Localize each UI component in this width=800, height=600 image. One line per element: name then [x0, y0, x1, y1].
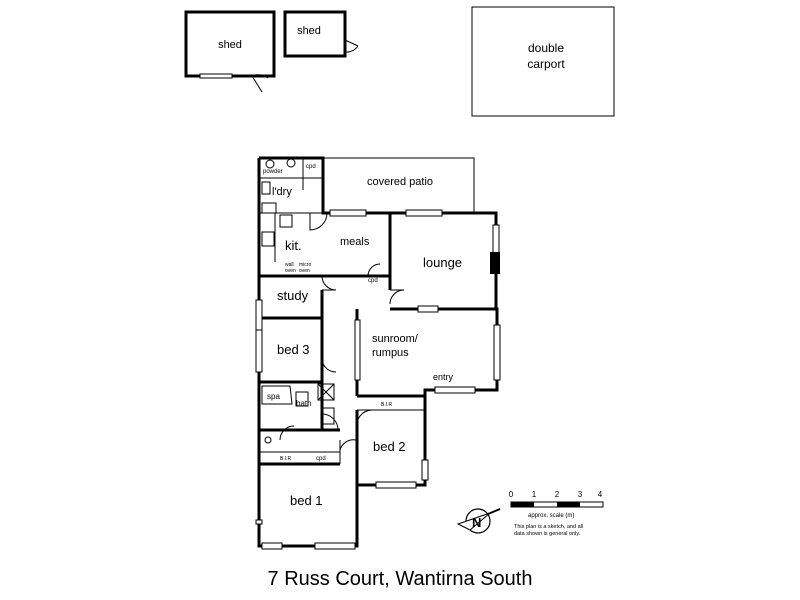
wall-oven-label-1: wall	[285, 262, 294, 268]
scale-tick-1: 1	[532, 490, 537, 499]
double-carport: double carport	[471, 6, 615, 117]
covered-patio-label: covered patio	[367, 176, 433, 188]
bath-label: bath	[296, 399, 312, 408]
shed-right: shed	[283, 10, 359, 58]
sunroom-label-line2: rumpus	[372, 347, 409, 359]
micro-oven-label-2: oven	[299, 268, 310, 274]
bed1-label: bed 1	[290, 493, 323, 508]
lounge-label: lounge	[423, 255, 462, 270]
meals-label: meals	[340, 236, 370, 248]
scale-note-2: data shown is general only.	[514, 531, 581, 537]
compass-n-label: N	[472, 515, 481, 530]
address-caption: 7 Russ Court, Wantirna South	[267, 568, 533, 590]
shed-left-label: shed	[218, 39, 242, 51]
micro-oven-label-1: micro	[299, 262, 311, 268]
windows	[255, 209, 501, 550]
carport-label-line1: double	[528, 41, 564, 55]
study-label: study	[277, 288, 309, 303]
entry-label: entry	[433, 372, 454, 382]
cpd-meals-label: cpd	[368, 278, 378, 284]
doors	[279, 212, 405, 451]
covered-patio: covered patio	[323, 157, 475, 213]
scale-bar: 0 1 2 3 4 approx. scale (m) This plan is…	[509, 490, 604, 537]
sunroom-label-line1: sunroom/	[372, 333, 419, 345]
cpd-powder-label: cpd	[306, 164, 316, 170]
carport-label-line2: carport	[527, 57, 565, 71]
wall-oven-label-2: oven	[285, 268, 296, 274]
cpd-bed1-label: cpd	[316, 456, 326, 462]
shed-right-label: shed	[297, 25, 321, 37]
laundry-label: l'dry	[272, 186, 292, 198]
bir-bed2-label: B.I.R	[381, 402, 393, 408]
bed2-label: bed 2	[373, 439, 406, 454]
scale-note-1: This plan is a sketch, and all	[514, 524, 583, 530]
scale-tick-4: 4	[598, 490, 603, 499]
powder-label: powder	[263, 169, 283, 175]
bed3-label: bed 3	[277, 342, 310, 357]
spa-label: spa	[267, 392, 280, 401]
north-compass-icon: N	[456, 508, 501, 534]
scale-tick-3: 3	[578, 490, 583, 499]
scale-tick-0: 0	[509, 490, 514, 499]
shed-left: shed	[184, 10, 276, 93]
kitchen-label: kit.	[285, 238, 302, 253]
scale-tick-2: 2	[555, 490, 560, 499]
bir-bed1-label: B.I.R	[280, 456, 292, 462]
scale-label: approx. scale (m)	[528, 513, 574, 519]
fixtures	[261, 158, 500, 444]
